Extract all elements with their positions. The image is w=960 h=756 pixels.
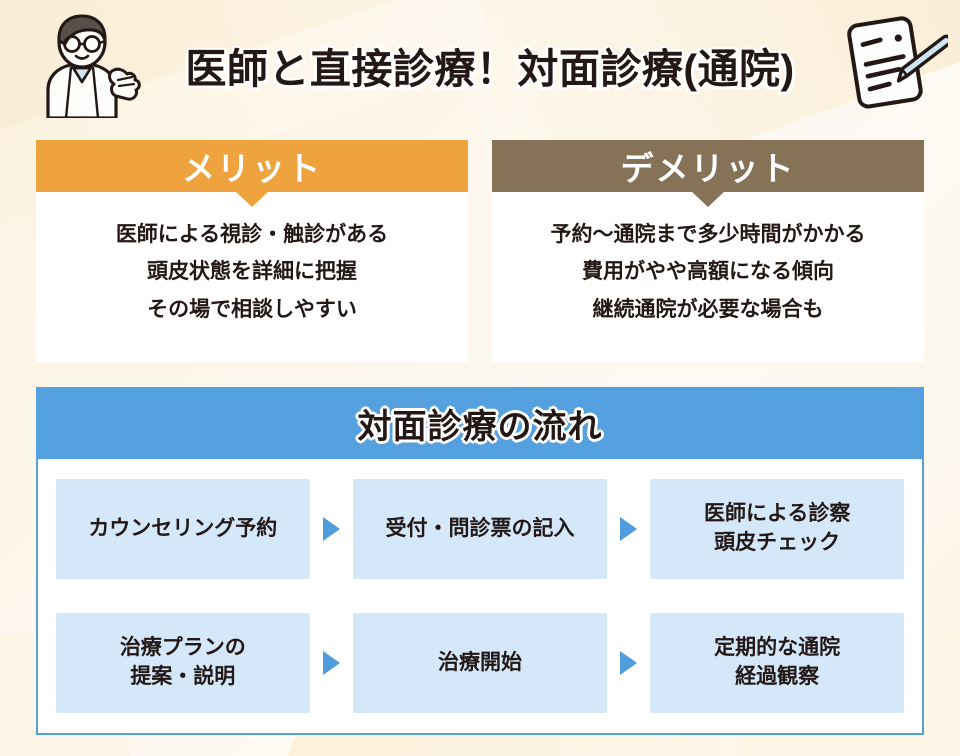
merit-line: 頭皮状態を詳細に把握 [147, 260, 357, 284]
flow-panel-body: カウンセリング予約 受付・問診票の記入 医師による診察頭皮チェック 治療プランの… [36, 459, 924, 735]
flow-step[interactable]: 治療プランの提案・説明 [56, 613, 310, 713]
flow-step-label: 医師による診察頭皮チェック [703, 502, 851, 554]
flow-step-label: 定期的な通院経過観察 [714, 636, 841, 688]
merit-card-body: 医師による視診・触診がある 頭皮状態を詳細に把握 その場で相談しやすい [36, 192, 468, 325]
arrow-right-icon [620, 517, 638, 541]
merit-demerit-section: メリット 医師による視診・触診がある 頭皮状態を詳細に把握 その場で相談しやすい… [0, 140, 960, 364]
arrow-right-icon [322, 517, 340, 541]
merit-line: その場で相談しやすい [147, 297, 357, 321]
demerit-line: 予約〜通院まで多少時間がかかる [550, 223, 866, 246]
merit-heading: メリット [182, 150, 322, 187]
flow-row: 治療プランの提案・説明 治療開始 定期的な通院経過観察 [56, 613, 904, 713]
arrow-right-icon [620, 651, 638, 675]
medical-form-pen-icon [840, 12, 953, 112]
demerit-heading: デメリット [620, 150, 796, 187]
flow-step[interactable]: 受付・問診票の記入 [353, 479, 607, 579]
doctor-illustration-icon [22, 14, 142, 120]
merit-line: 医師による視診・触診がある [115, 223, 389, 246]
treatment-flow-panel: 対面診療の流れ カウンセリング予約 受付・問診票の記入 医師による診察頭皮チェッ… [36, 387, 924, 735]
arrow-right-icon [322, 651, 340, 675]
merit-notch-triangle [235, 191, 269, 207]
demerit-notch-triangle [691, 191, 725, 207]
flow-step[interactable]: 治療開始 [353, 613, 607, 713]
page-title: 医師と直接診療！対面診療(通院) [185, 46, 795, 92]
demerit-line: 継続通院が必要な場合も [592, 297, 824, 321]
demerit-card-header: デメリット [492, 140, 924, 207]
flow-step[interactable]: 定期的な通院経過観察 [650, 613, 904, 713]
merit-card: メリット 医師による視診・触診がある 頭皮状態を詳細に把握 その場で相談しやすい [36, 140, 468, 362]
flow-arrow [607, 613, 651, 713]
flow-step[interactable]: 医師による診察頭皮チェック [650, 479, 904, 579]
merit-card-header: メリット [36, 140, 468, 207]
flow-arrow [310, 479, 354, 579]
demerit-line: 費用がやや高額になる傾向 [582, 260, 834, 284]
flow-step-label: 治療プランの提案・説明 [119, 636, 246, 688]
demerit-card: デメリット 予約〜通院まで多少時間がかかる 費用がやや高額になる傾向 継続通院が… [492, 140, 924, 362]
flow-step-label: 治療開始 [437, 650, 522, 674]
demerit-card-body: 予約〜通院まで多少時間がかかる 費用がやや高額になる傾向 継続通院が必要な場合も [492, 192, 924, 325]
flow-arrow [607, 479, 651, 579]
flow-row: カウンセリング予約 受付・問診票の記入 医師による診察頭皮チェック [56, 479, 904, 579]
flow-panel-header: 対面診療の流れ [36, 387, 924, 459]
page-header: 医師と直接診療！対面診療(通院) [0, 0, 960, 128]
flow-arrow [310, 613, 354, 713]
flow-step[interactable]: カウンセリング予約 [56, 479, 310, 579]
flow-panel-title: 対面診療の流れ [357, 407, 603, 446]
flow-step-label: カウンセリング予約 [88, 516, 278, 540]
flow-step-label: 受付・問診票の記入 [385, 516, 575, 540]
